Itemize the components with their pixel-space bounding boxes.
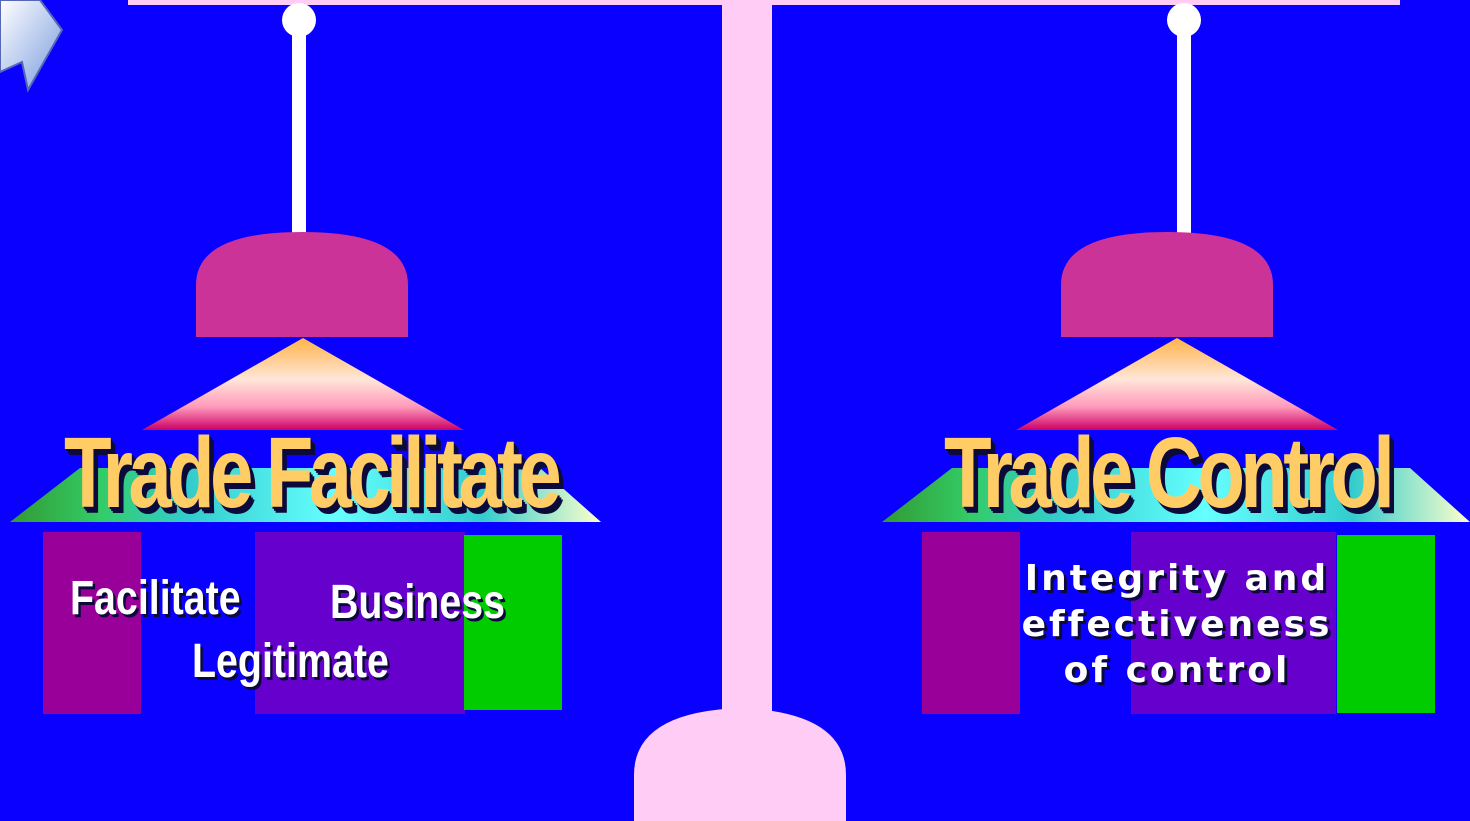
description-line-1: Integrity and	[952, 556, 1402, 602]
facilitate-label: Facilitate	[70, 573, 241, 625]
right-weight	[1061, 232, 1273, 337]
arrow-icon[interactable]	[0, 0, 62, 90]
scale-base	[634, 708, 846, 821]
business-label: Business	[330, 577, 505, 629]
legitimate-label: Legitimate	[192, 636, 389, 688]
left-hanger	[282, 3, 316, 234]
left-weight	[196, 232, 408, 337]
description-line-3: of control	[952, 648, 1402, 694]
right-pan-title: Trade Control	[944, 418, 1390, 528]
left-pan-title: Trade Facilitate	[64, 418, 557, 528]
right-hanger	[1167, 3, 1201, 234]
scale-post	[722, 0, 772, 712]
description-line-2: effectiveness	[952, 602, 1402, 648]
right-pan-description: Integrity and effectiveness of control	[952, 556, 1402, 694]
